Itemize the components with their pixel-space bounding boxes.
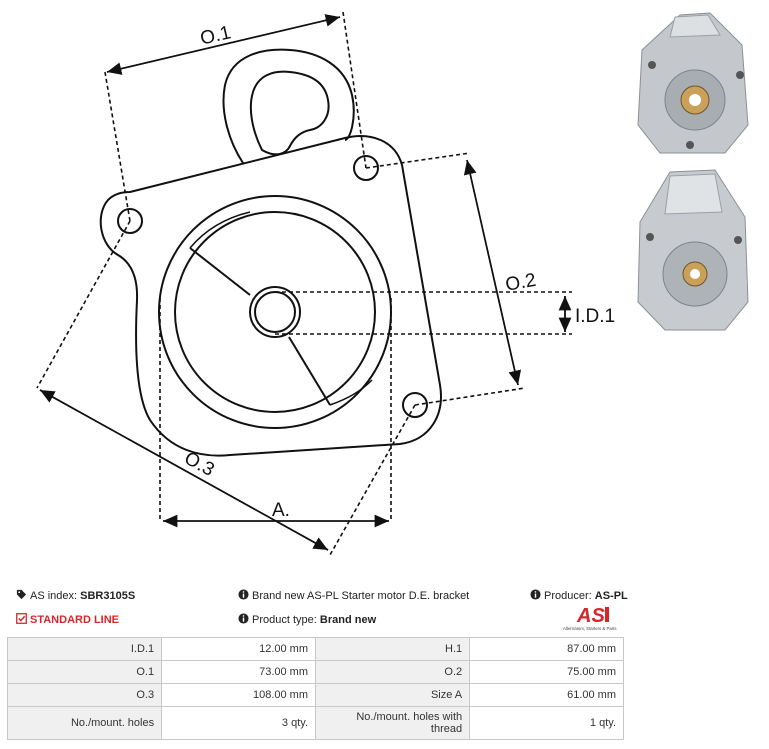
as-index-value[interactable]: SBR3105S bbox=[80, 590, 136, 602]
mount-hole-bottom-right bbox=[402, 392, 428, 418]
top-lug-outer bbox=[222, 48, 355, 164]
mount-hole-top-right bbox=[353, 155, 379, 181]
o2-ext-top bbox=[365, 152, 471, 169]
spec-value: 75.00 mm bbox=[469, 660, 624, 684]
o3-dim-line-b bbox=[39, 389, 329, 551]
top-lug-slot bbox=[249, 70, 330, 156]
label-o2: O.2 bbox=[504, 270, 538, 296]
spec-label: No./mount. holes bbox=[6, 706, 163, 740]
mount-hole-left bbox=[117, 208, 143, 234]
description-text: Brand new AS-PL Starter motor D.E. brack… bbox=[252, 590, 470, 602]
check-square-icon bbox=[16, 613, 27, 624]
product-photo-front bbox=[630, 5, 756, 155]
label-a: A. bbox=[272, 500, 290, 521]
spec-label: No./mount. holes with thread bbox=[315, 706, 471, 740]
center-bore-outer bbox=[249, 286, 301, 338]
product-type: Product type: Brand new bbox=[238, 613, 376, 626]
as-pl-logo: AS Alternators, Starters & Parts bbox=[563, 605, 617, 631]
flange-outline bbox=[99, 135, 442, 457]
spec-value: 3 qty. bbox=[161, 706, 317, 740]
o2-dim-line-b bbox=[463, 159, 519, 386]
info-circle-icon bbox=[530, 589, 541, 600]
center-bore-inner bbox=[254, 291, 296, 333]
description: Brand new AS-PL Starter motor D.E. brack… bbox=[238, 589, 469, 602]
spec-value: 73.00 mm bbox=[161, 660, 317, 684]
producer-value: AS-PL bbox=[594, 590, 628, 602]
inner-web bbox=[189, 247, 331, 406]
as-index-label: AS index: bbox=[30, 590, 78, 602]
standard-line-badge: STANDARD LINE bbox=[16, 613, 119, 626]
spec-label: H.1 bbox=[315, 637, 471, 661]
technical-drawing: O.1 O.2 O.3 A. I.D.1 bbox=[36, 11, 615, 556]
table-row: O.3 108.00 mm Size A 61.00 mm bbox=[6, 683, 624, 707]
table-row: I.D.1 12.00 mm H.1 87.00 mm bbox=[6, 637, 624, 661]
bore-inner bbox=[174, 211, 376, 413]
inner-web-edge bbox=[189, 211, 373, 406]
spec-value: 108.00 mm bbox=[161, 683, 317, 707]
product-photo-back bbox=[630, 162, 756, 332]
spec-label: Size A bbox=[315, 683, 471, 707]
info-circle-icon bbox=[238, 589, 249, 600]
spec-label: O.1 bbox=[6, 660, 163, 684]
label-o1: O.1 bbox=[198, 22, 233, 49]
info-circle-icon bbox=[238, 613, 249, 624]
label-id1: I.D.1 bbox=[575, 306, 615, 327]
label-o3: O.3 bbox=[181, 448, 218, 481]
logo-mark: AS bbox=[576, 605, 605, 627]
spec-value: 1 qty. bbox=[469, 706, 624, 740]
o1-dim-line-b bbox=[106, 14, 341, 73]
table-row: No./mount. holes 3 qty. No./mount. holes… bbox=[6, 706, 624, 740]
product-type-label: Product type: bbox=[252, 614, 317, 626]
o3-ext-right bbox=[329, 404, 416, 556]
tags-icon bbox=[16, 589, 27, 600]
spec-value: 61.00 mm bbox=[469, 683, 624, 707]
table-row: O.1 73.00 mm O.2 75.00 mm bbox=[6, 660, 624, 684]
logo-tagline: Alternators, Starters & Parts bbox=[563, 626, 617, 631]
o1-ext-right bbox=[342, 11, 367, 169]
producer-label: Producer: bbox=[544, 590, 592, 602]
spec-value: 12.00 mm bbox=[161, 637, 317, 661]
standard-line-text: STANDARD LINE bbox=[30, 614, 120, 626]
product-type-value: Brand new bbox=[319, 614, 377, 626]
specs-table: I.D.1 12.00 mm H.1 87.00 mm O.1 73.00 mm… bbox=[6, 637, 624, 740]
spec-value: 87.00 mm bbox=[469, 637, 624, 661]
producer: Producer: AS-PL bbox=[530, 589, 628, 602]
spec-label: I.D.1 bbox=[6, 637, 163, 661]
spec-label: O.2 bbox=[315, 660, 471, 684]
o3-ext-left bbox=[36, 220, 131, 389]
spec-label: O.3 bbox=[6, 683, 163, 707]
o2-ext-bottom bbox=[414, 387, 526, 406]
as-index: AS index: SBR3105S bbox=[16, 589, 135, 602]
